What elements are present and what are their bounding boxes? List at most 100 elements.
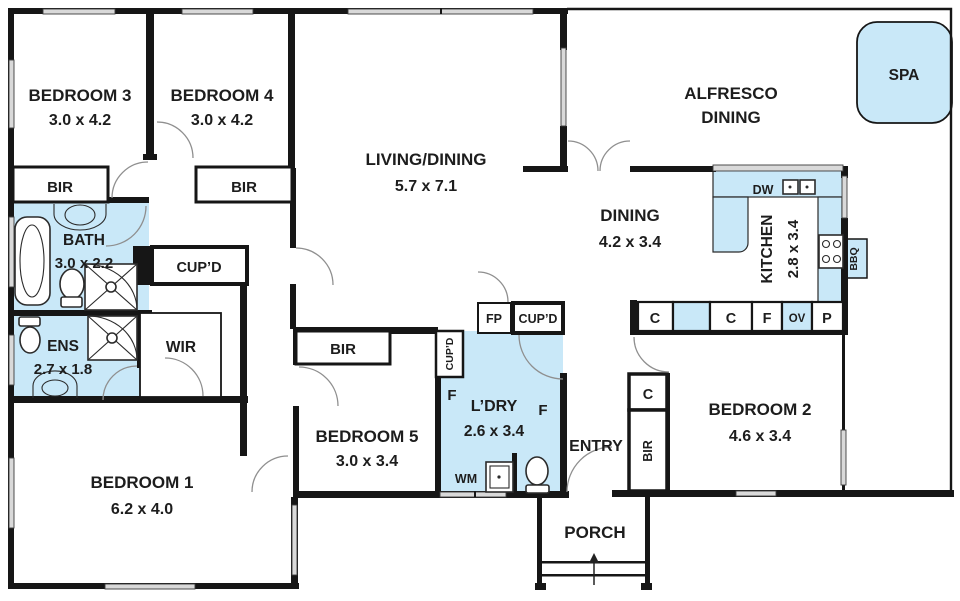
cooktop-icon: [818, 234, 844, 269]
label-cupboard-hall: CUP’D: [176, 260, 221, 276]
label-alfresco-line1: ALFRESCO: [684, 84, 778, 103]
porch-corner: [535, 583, 546, 590]
wall: [560, 8, 567, 50]
label-kitchen-name: KITCHEN: [759, 215, 776, 284]
door-arc-wir: [164, 357, 204, 397]
wall: [842, 335, 845, 432]
label-ens-name: ENS: [47, 338, 79, 355]
wm-knob: [497, 475, 501, 479]
label-living-name: LIVING/DINING: [366, 150, 487, 169]
door-arc-entry: [566, 446, 613, 493]
shower-ens-icon: [87, 315, 138, 361]
label-bedroom1-dims: 6.2 x 4.0: [111, 501, 173, 518]
cupboard-laundry-box: [434, 329, 465, 379]
wall: [290, 168, 296, 248]
label-laundry-name: L’DRY: [471, 398, 518, 415]
toilet-laundry-tank-icon: [525, 484, 550, 494]
sink-drain: [805, 185, 809, 189]
label-bedroom3-dims: 3.0 x 4.2: [49, 112, 111, 129]
wall: [560, 126, 567, 172]
shower-bath-icon: [84, 263, 138, 311]
label-bedroom3-name: BEDROOM 3: [29, 86, 132, 105]
arrow-head: [589, 553, 599, 563]
label-dishwasher: DW: [753, 183, 774, 197]
label-dining-name: DINING: [600, 206, 660, 225]
label-fridge-laundry-right: F: [538, 402, 547, 419]
label-bath-name: BATH: [63, 232, 105, 249]
bir-bedroom3-box: [11, 165, 110, 204]
label-fireplace: FP: [486, 312, 502, 326]
label-wir: WIR: [166, 339, 196, 356]
label-bedroom1-name: BEDROOM 1: [91, 473, 194, 492]
alfresco-boundary: [567, 7, 953, 490]
wall: [146, 8, 154, 160]
wall: [288, 8, 295, 168]
label-bir-bedroom3: BIR: [47, 179, 73, 196]
toilet-laundry-icon: [525, 456, 549, 486]
vanity-bath-basin-icon: [64, 204, 96, 226]
shower-drain: [106, 332, 118, 344]
window-mullion: [474, 491, 476, 497]
label-bir-bedroom4: BIR: [231, 179, 257, 196]
window: [735, 490, 777, 497]
window: [840, 429, 847, 486]
wall: [8, 396, 248, 403]
door-arc-french-left: [567, 140, 599, 172]
window: [181, 8, 254, 15]
windows: [8, 8, 848, 590]
burner: [832, 239, 842, 249]
joinery-boxes: [11, 165, 845, 493]
door-arc-bedroom3: [111, 161, 149, 199]
bir-bedroom2-box: [627, 408, 669, 493]
wall: [523, 166, 568, 172]
label-porch: PORCH: [564, 523, 625, 542]
bir-bedroom4-box: [194, 165, 294, 204]
door-arc-bedroom1: [251, 455, 289, 493]
wall: [630, 166, 716, 172]
door-arcs: [102, 121, 670, 493]
window: [841, 175, 848, 219]
walls: [8, 8, 954, 590]
label-cupboard-entry: CUP’D: [519, 312, 558, 326]
cabinet-oven: [780, 300, 814, 333]
toilet-ens-icon: [19, 326, 41, 354]
window: [104, 583, 196, 590]
toilet-ens-tank-icon: [18, 316, 41, 327]
door-arc-bedroom5: [298, 366, 339, 407]
room-labels: BEDROOM 3 3.0 x 4.2 BEDROOM 4 3.0 x 4.2 …: [29, 67, 920, 542]
cupboard-hall-box: [150, 245, 249, 286]
wall: [841, 166, 848, 178]
window: [42, 8, 116, 15]
vanity-bath-icon: [53, 204, 107, 231]
porch-step-arrow: [589, 553, 599, 585]
washing-machine-icon: [485, 461, 514, 493]
label-bedroom5-dims: 3.0 x 3.4: [336, 453, 398, 470]
wm-door: [489, 465, 510, 489]
burner: [821, 254, 831, 264]
window: [439, 491, 507, 498]
fireplace-box: [477, 302, 512, 334]
wall: [293, 406, 299, 494]
wall: [143, 154, 157, 160]
label-bir-bedroom2: BIR: [641, 440, 655, 462]
vanity-ens-basin-icon: [41, 379, 69, 397]
kitchen-sink-icon: [782, 179, 816, 195]
window: [8, 59, 15, 129]
wall: [841, 218, 848, 335]
door-arc-ensuite: [102, 365, 138, 401]
cabinet-fridge: [750, 300, 784, 333]
wall: [435, 376, 441, 493]
porch-wall: [645, 497, 650, 587]
wall: [290, 284, 296, 329]
burner: [821, 239, 831, 249]
door-arc-bath: [105, 205, 147, 247]
label-cabinet-c2: C: [726, 311, 737, 327]
bir-bedroom5-box: [294, 329, 392, 366]
wall: [8, 8, 14, 589]
wall: [8, 310, 152, 316]
label-washing-machine: WM: [455, 472, 477, 486]
label-bedroom4-name: BEDROOM 4: [171, 86, 275, 105]
door-arc-bedroom2: [633, 336, 670, 373]
label-cabinet-c1: C: [650, 311, 661, 327]
